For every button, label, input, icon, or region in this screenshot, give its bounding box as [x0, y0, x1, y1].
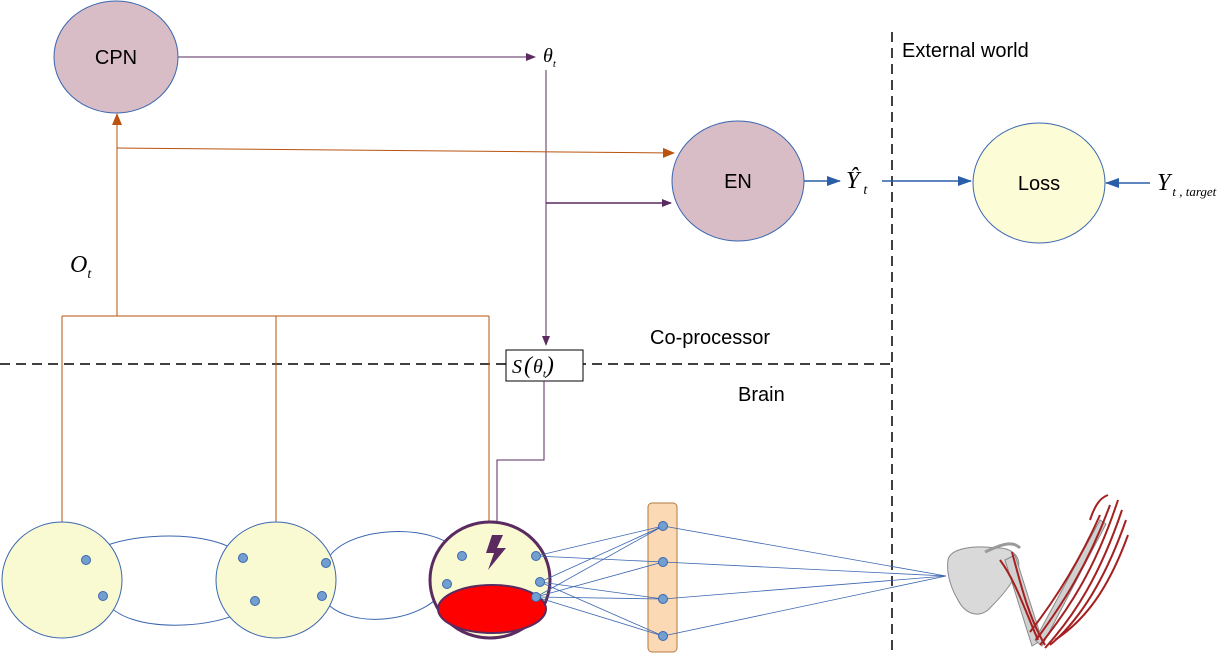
neuron-dot: [531, 592, 541, 602]
readout-dot: [658, 521, 668, 531]
neuron-dot: [442, 579, 452, 589]
neuron-dot: [457, 551, 467, 561]
cpn-node: [53, 0, 179, 114]
neuron-dots: [81, 521, 668, 641]
readout-connections: [535, 525, 947, 637]
observation-label: Ot: [70, 252, 92, 282]
observation-tree: [61, 113, 675, 522]
stimulation-box: [505, 349, 584, 382]
coprocessor-label: Co-processor: [650, 327, 770, 349]
brain-region-1: [1, 521, 123, 639]
neuron-dot: [250, 596, 260, 606]
neuron-dot: [317, 591, 327, 601]
brain-region-2: [215, 521, 337, 639]
stimulation-line: [496, 381, 545, 523]
en-label: EN: [724, 171, 752, 193]
lightning-icon: [486, 535, 506, 570]
neuron-dot: [238, 553, 248, 563]
brain-label: Brain: [738, 384, 785, 406]
neuron-dot: [98, 591, 108, 601]
stimulation-label: S(θt): [512, 353, 554, 380]
neuron-dot: [531, 551, 541, 561]
neuron-dot: [321, 558, 331, 568]
readout-layer: [647, 502, 678, 653]
readout-dot: [658, 594, 668, 604]
readout-dot: [658, 631, 668, 641]
neuron-dot: [535, 577, 545, 587]
arm-icon: [947, 494, 1129, 649]
loss-label: Loss: [1018, 173, 1060, 195]
neuron-dot: [81, 555, 91, 565]
external-world-label: External world: [902, 40, 1029, 62]
readout-dot: [658, 557, 668, 567]
theta-label: θt: [543, 45, 557, 70]
output-population: [437, 584, 547, 634]
cpn-label: CPN: [95, 47, 137, 69]
